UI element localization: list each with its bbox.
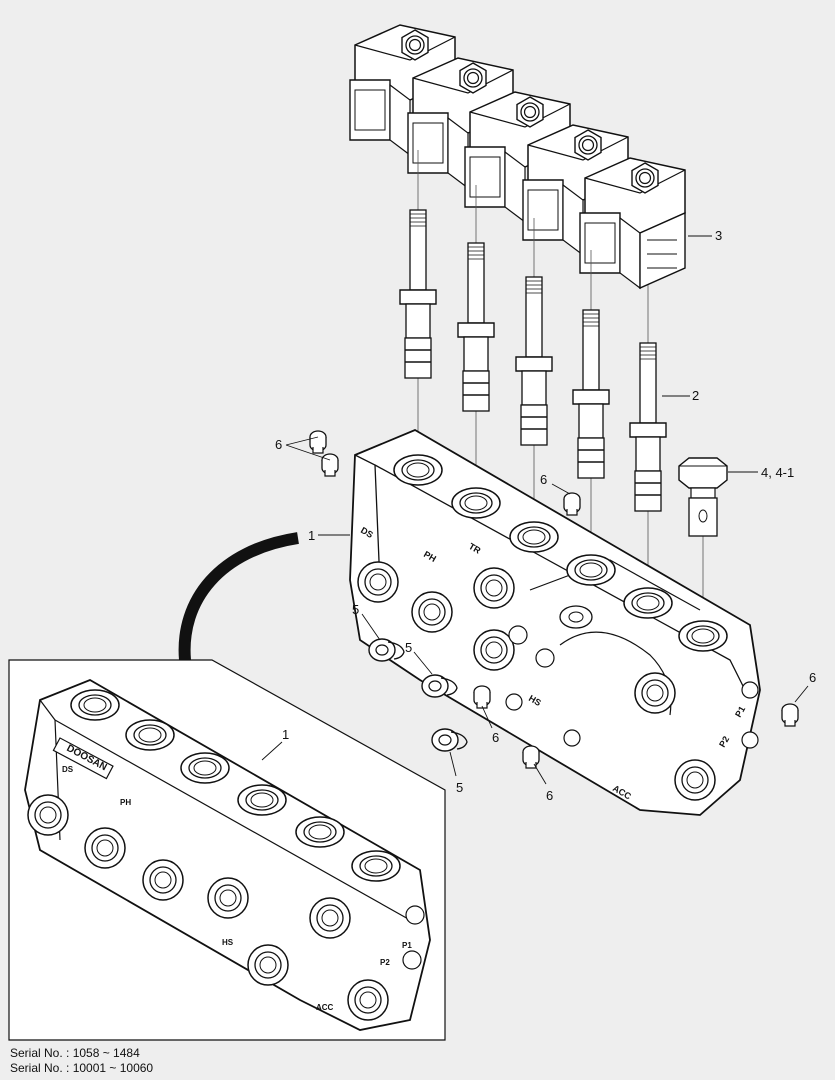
callout-3: 3 (715, 228, 722, 243)
cartridge-valve-5 (629, 342, 667, 512)
stamp-p2: P2 (717, 734, 731, 749)
cartridge-valve-1 (399, 209, 437, 379)
inset-stamp-hs: HS (222, 938, 234, 947)
callout-6-d: 6 (546, 788, 553, 803)
callout-6-a: 6 (275, 437, 282, 452)
callout-6-b: 6 (540, 472, 547, 487)
serial-number-block: Serial No. : 1058 ~ 1484 Serial No. : 10… (10, 1046, 153, 1076)
inset-stamp-ds: DS (62, 765, 74, 774)
solenoid-coil-1 (349, 24, 456, 157)
leader-lines (261, 235, 809, 785)
inset-stamp-acc: ACC (316, 1003, 334, 1012)
stamp-p1: P1 (733, 704, 747, 719)
inset-stamp-p1: P1 (402, 941, 412, 950)
fitting-6-a (309, 430, 327, 454)
serial-number-line-2: Serial No. : 10001 ~ 10060 (10, 1061, 154, 1075)
inset-view: DOOSAN DS PH HS P2 P1 ACC (8, 532, 446, 1041)
callout-numbers: 1 1 2 3 4, 4-1 5 5 5 6 6 6 6 6 (275, 228, 816, 803)
inset-stamp-ph: PH (120, 798, 131, 807)
plug-5-c (431, 728, 468, 752)
fitting-6-c (563, 492, 581, 516)
callout-5-a: 5 (352, 602, 359, 617)
callout-2: 2 (692, 388, 699, 403)
manifold-block: DS PH TR HS P1 P2 ACC (349, 428, 761, 816)
solenoid-coil-5 (579, 157, 686, 290)
callout-5-c: 5 (456, 780, 463, 795)
cartridge-valve-4 (572, 309, 610, 479)
callout-1: 1 (308, 528, 315, 543)
callout-4: 4, 4-1 (761, 465, 794, 480)
fitting-6-e (522, 745, 540, 769)
fitting-6-d (473, 685, 491, 709)
inset-manifold: DOOSAN DS PH HS P2 P1 ACC (24, 679, 431, 1031)
fitting-6-b (321, 453, 339, 477)
callout-1-inset: 1 (282, 727, 289, 742)
relief-valve-cartridge (678, 457, 728, 537)
callout-6-c: 6 (492, 730, 499, 745)
cartridge-valve-2 (457, 242, 495, 412)
solenoid-coils-group (349, 24, 686, 290)
fitting-6-f (781, 703, 799, 727)
cartridge-valves (399, 209, 728, 537)
serial-number-line-1: Serial No. : 1058 ~ 1484 (10, 1046, 140, 1060)
cartridge-valve-3 (515, 276, 553, 446)
callout-6-e: 6 (809, 670, 816, 685)
inset-stamp-p2: P2 (380, 958, 390, 967)
callout-5-b: 5 (405, 640, 412, 655)
